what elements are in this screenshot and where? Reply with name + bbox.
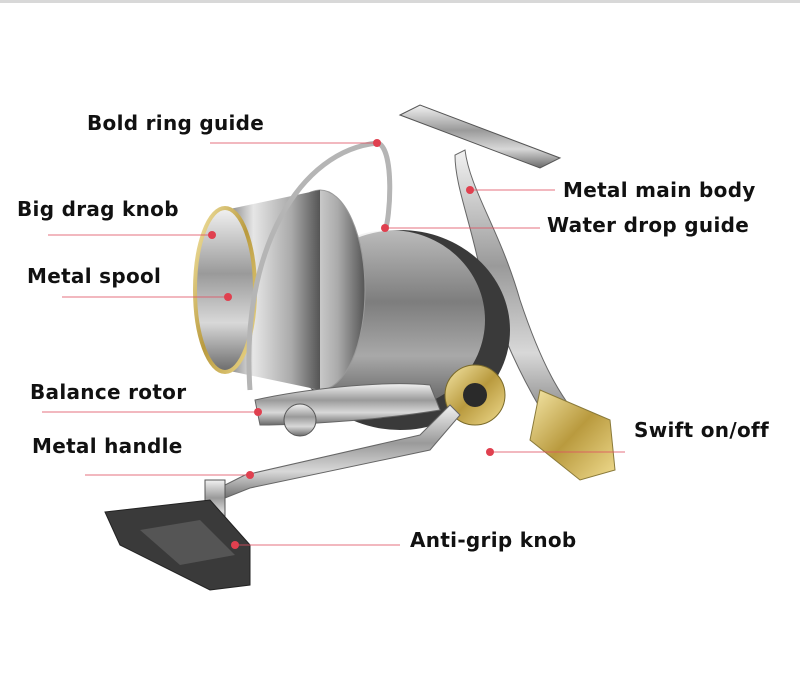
leader-lines bbox=[42, 142, 625, 546]
label-swift-on-off: Swift on/off bbox=[634, 418, 769, 442]
bail-wire bbox=[246, 140, 393, 391]
label-big-drag-knob: Big drag knob bbox=[17, 197, 179, 221]
label-metal-main-body: Metal main body bbox=[563, 178, 756, 202]
label-metal-spool: Metal spool bbox=[27, 264, 162, 288]
label-metal-handle: Metal handle bbox=[32, 434, 183, 458]
reel-handle bbox=[104, 383, 461, 591]
top-divider bbox=[0, 0, 800, 3]
label-water-drop-guide: Water drop guide bbox=[547, 213, 750, 237]
label-bold-ring-guide: Bold ring guide bbox=[87, 111, 265, 135]
label-balance-rotor: Balance rotor bbox=[30, 380, 187, 404]
label-anti-grip-knob: Anti-grip knob bbox=[410, 528, 577, 552]
marker-dots bbox=[208, 139, 494, 549]
